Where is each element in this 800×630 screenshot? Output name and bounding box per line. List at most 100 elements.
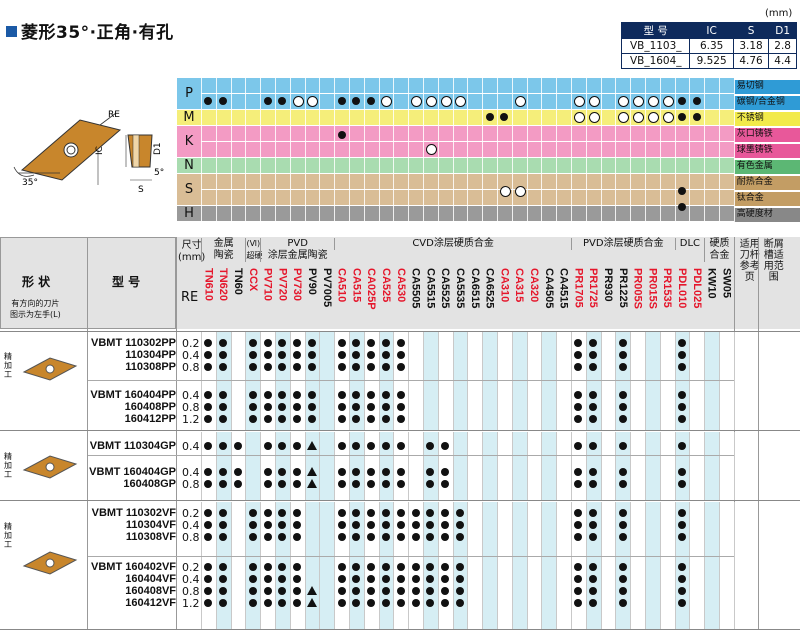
spec-header: 型 号 — [620, 22, 691, 39]
column-shade — [511, 502, 527, 629]
filled-dot-icon — [219, 480, 228, 488]
grid-line — [201, 432, 202, 500]
grade-label: PR1705 — [572, 268, 585, 308]
open-circle-icon — [425, 144, 437, 155]
grid-line — [319, 502, 321, 629]
grid-line — [571, 502, 572, 629]
filled-dot-icon — [574, 391, 583, 399]
material-letter: S — [177, 174, 201, 206]
grade-name: CA025P — [364, 268, 379, 328]
open-circle-icon — [514, 96, 526, 107]
filled-dot-icon — [589, 363, 598, 371]
filled-dot-icon — [367, 587, 376, 595]
filled-dot-icon — [293, 533, 302, 541]
column-shade — [541, 332, 557, 430]
spec-header: S — [732, 22, 770, 39]
grade-label: PV710 — [261, 268, 274, 302]
grid-line — [719, 332, 720, 430]
filled-dot-icon — [352, 363, 361, 371]
grid-line — [437, 432, 439, 500]
model-name: VBMT 160402VF — [91, 561, 176, 573]
group-label: 精加工 — [4, 522, 12, 549]
grid-line — [289, 78, 291, 222]
grid-line — [467, 502, 469, 629]
grid-line — [349, 78, 350, 222]
filled-dot-icon — [382, 442, 390, 450]
filled-dot-icon — [396, 563, 405, 571]
holder-ref-header: 适用 刀杆 参考 页 — [739, 239, 760, 283]
grid-line — [497, 432, 498, 500]
filled-dot-icon — [263, 521, 272, 529]
open-circle-icon — [411, 96, 422, 107]
filled-dot-icon — [618, 575, 627, 583]
grade-name: PR1705 — [571, 268, 586, 328]
grid-line — [674, 332, 676, 430]
filled-dot-icon — [367, 442, 376, 450]
grid-line — [423, 432, 424, 500]
filled-dot-icon — [396, 509, 405, 517]
grid-line — [482, 332, 484, 430]
open-circle-icon — [618, 96, 630, 107]
group-label: 精加工 — [4, 352, 12, 379]
grade-name: PR015S — [645, 268, 660, 328]
filled-dot-icon — [441, 521, 450, 529]
grade-label: PR1725 — [587, 268, 600, 308]
column-shade — [704, 332, 719, 430]
filled-dot-icon — [441, 480, 450, 488]
filled-dot-icon — [204, 533, 213, 541]
filled-dot-icon — [278, 468, 287, 476]
filled-dot-icon — [589, 533, 598, 541]
grid-line — [378, 432, 380, 500]
filled-dot-icon — [382, 468, 390, 476]
filled-dot-icon — [204, 521, 213, 529]
grid-line — [630, 78, 632, 222]
filled-dot-icon — [426, 587, 435, 595]
grid-line — [423, 502, 424, 629]
grid-line — [452, 432, 454, 500]
filled-dot-icon — [618, 587, 627, 595]
filled-dot-icon — [219, 363, 228, 371]
filled-dot-icon — [352, 403, 361, 411]
column-shade — [452, 432, 468, 500]
grade-label: TN610 — [202, 268, 215, 302]
filled-dot-icon — [589, 403, 598, 411]
open-circle-icon — [440, 96, 452, 107]
filled-dot-icon — [337, 480, 346, 488]
filled-dot-icon — [382, 403, 390, 411]
filled-dot-icon — [278, 587, 287, 595]
spec-header: IC — [689, 22, 734, 39]
grade-label: PDL025 — [690, 268, 703, 309]
model-name: VBMT 110304GP — [89, 440, 176, 452]
filled-dot-icon — [396, 391, 405, 399]
insert-thumbnail-icon — [22, 551, 78, 575]
filled-dot-icon — [396, 533, 405, 541]
open-circle-icon — [425, 96, 437, 107]
grid-line — [363, 78, 365, 222]
filled-dot-icon — [678, 97, 686, 105]
grade-name: CA4505 — [541, 268, 556, 328]
re-value: 1.2 — [182, 597, 200, 610]
filled-dot-icon — [263, 415, 272, 423]
grid-line — [630, 502, 632, 629]
grid-line — [630, 332, 632, 430]
filled-dot-icon — [678, 521, 686, 529]
filled-dot-icon — [337, 509, 346, 517]
grade-label: CA515 — [350, 268, 363, 303]
filled-dot-icon — [574, 575, 583, 583]
grade-name: CA5525 — [438, 268, 453, 328]
grade-name: CA5535 — [453, 268, 468, 328]
model-name: 110308PP — [125, 361, 176, 373]
filled-dot-icon — [678, 599, 686, 607]
spec-cell: 9.525 — [689, 53, 734, 69]
filled-dot-icon — [441, 442, 450, 450]
filled-dot-icon — [678, 442, 686, 450]
filled-dot-icon — [574, 563, 583, 571]
grid-line — [674, 78, 676, 222]
filled-dot-icon — [352, 97, 361, 105]
filled-dot-icon — [204, 391, 213, 399]
grade-label: PR1225 — [616, 268, 629, 308]
grid-line — [260, 432, 262, 500]
filled-dot-icon — [352, 521, 361, 529]
grid-line — [275, 502, 276, 629]
spec-cell: 4.76 — [732, 53, 770, 69]
